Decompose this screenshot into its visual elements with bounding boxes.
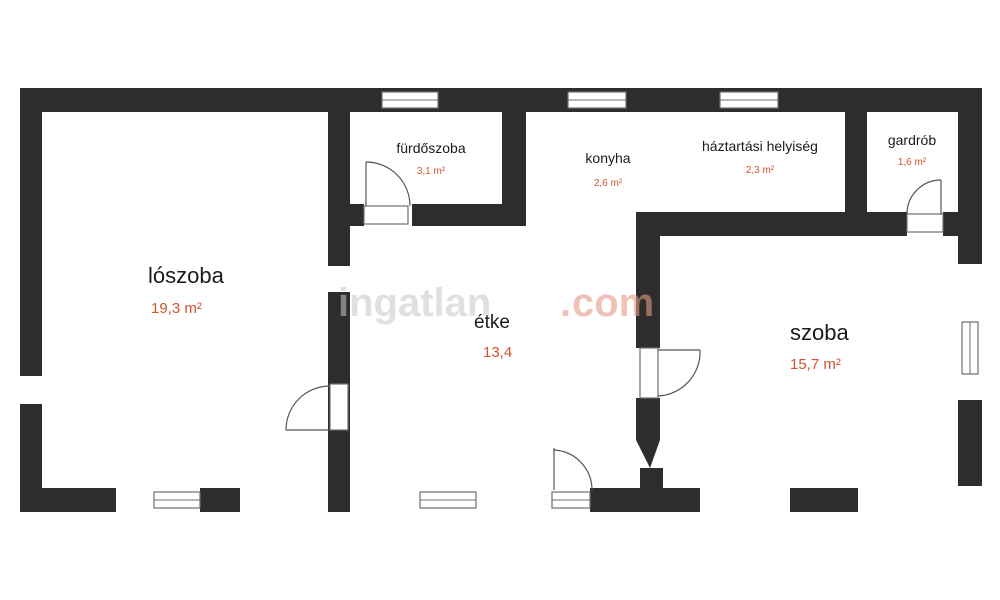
room-name-utility: háztartási helyiség [702, 138, 818, 154]
room-area-wardrobe: 1,6 m² [898, 157, 927, 168]
watermark: ingatlan . com [338, 281, 654, 325]
room-name-bathroom: fürdőszoba [396, 140, 465, 156]
watermark-tail: com [572, 281, 654, 325]
door-bedroom [639, 347, 701, 399]
watermark-dot: . [560, 281, 571, 325]
walls [20, 88, 982, 512]
room-name-living: lószoba [148, 263, 225, 288]
door-entrance [553, 448, 593, 491]
window-dining-bottom [419, 491, 477, 509]
watermark-main: ingatlan [338, 281, 491, 325]
room-area-kitchen: 2,6 m² [594, 178, 623, 189]
window-utility-top [719, 91, 779, 109]
room-area-bathroom: 3,1 m² [417, 166, 446, 177]
room-area-utility: 2,3 m² [746, 165, 775, 176]
door-wardrobe [906, 179, 944, 233]
door-bathroom [363, 161, 411, 225]
window-bottom-door [551, 491, 591, 509]
room-labels: lószoba 19,3 m² fürdőszoba 3,1 m² konyha… [148, 132, 936, 373]
window-bathroom-top [381, 91, 439, 109]
room-area-living: 19,3 m² [151, 300, 202, 317]
room-name-bedroom: szoba [790, 320, 849, 345]
door-living [285, 383, 349, 431]
room-name-dining: étke [474, 312, 510, 333]
window-kitchen-top [567, 91, 627, 109]
doors [285, 161, 944, 491]
windows [153, 91, 979, 509]
room-area-bedroom: 15,7 m² [790, 356, 841, 373]
window-living-bottom [153, 491, 201, 509]
room-area-dining: 13,4 [483, 344, 512, 361]
window-right [961, 321, 979, 375]
room-name-wardrobe: gardrób [888, 132, 936, 148]
room-name-kitchen: konyha [585, 150, 630, 166]
